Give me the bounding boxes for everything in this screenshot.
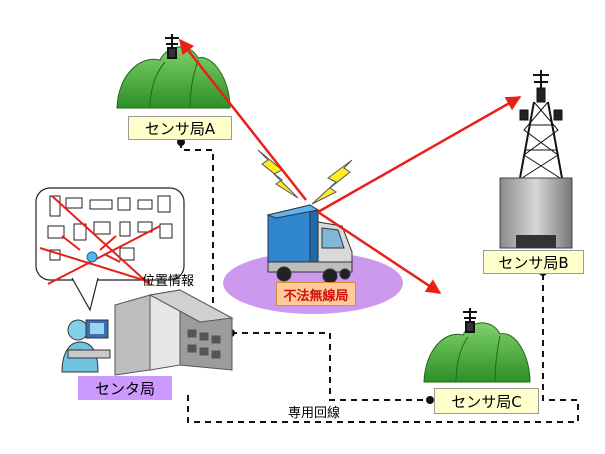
sensor-b-label: センサ局B bbox=[483, 250, 584, 274]
position-info-label: 位置情報 bbox=[142, 274, 195, 289]
truck-icon bbox=[266, 204, 353, 284]
position-marker-icon bbox=[86, 251, 98, 263]
lightning-right-icon bbox=[311, 159, 353, 205]
sensor-a-antenna-icon bbox=[165, 34, 179, 59]
sensor-b-building-icon bbox=[499, 177, 573, 249]
map-bearing-lines bbox=[39, 195, 161, 286]
lightning-left-icon bbox=[257, 149, 299, 199]
sensor-c-mountain bbox=[423, 322, 531, 383]
sensor-a-mountain bbox=[116, 46, 231, 109]
illegal-station-label: 不法無線局 bbox=[276, 282, 356, 306]
center-station-label: センタ局 bbox=[78, 376, 172, 400]
center-building-icon bbox=[114, 289, 234, 376]
dedicated-line-label: 専用回線 bbox=[288, 406, 341, 421]
sensor-c-label: センサ局C bbox=[434, 388, 539, 414]
map-icon bbox=[47, 195, 173, 261]
sensor-a-label: センサ局A bbox=[128, 116, 232, 140]
operator-icon bbox=[61, 319, 111, 373]
bearing-arrows bbox=[179, 38, 522, 295]
sensor-b-tower-icon bbox=[519, 70, 563, 179]
sensor-c-antenna-icon bbox=[463, 308, 477, 333]
